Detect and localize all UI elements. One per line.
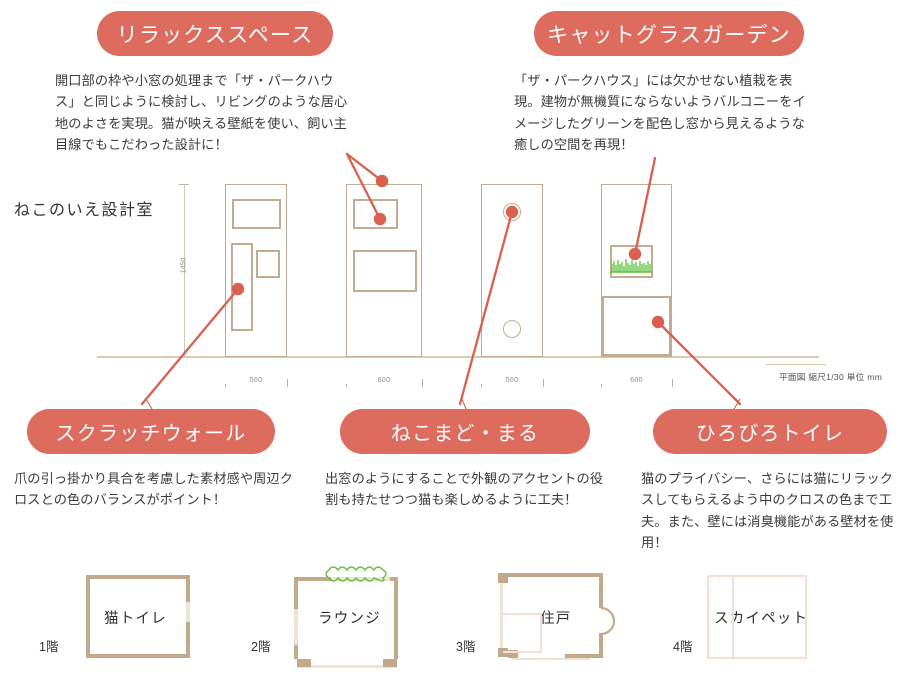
plan-1f-wall-right-lower bbox=[186, 622, 190, 658]
vertical-dimension-line bbox=[184, 184, 185, 356]
vertical-dimension-label: 1450 bbox=[180, 257, 188, 274]
pill-nekomado-maru[interactable]: ねこまど・まる bbox=[340, 409, 590, 454]
plan-3f-bay-window-arc bbox=[600, 606, 616, 636]
plan-3f-wall-right-upper bbox=[599, 573, 603, 608]
dim-tick-1-right bbox=[287, 379, 288, 387]
dim-label-1: 500 bbox=[225, 377, 287, 384]
plan-3f-wall-bottom-stub bbox=[508, 650, 518, 658]
elevation-ground-line bbox=[97, 356, 819, 358]
pill-nekomado-maru-label: ねこまど・まる bbox=[390, 423, 540, 445]
plan-4f-wall-bottom bbox=[707, 657, 807, 660]
elevation-1-upper-window bbox=[232, 199, 281, 229]
plan-2f-wall-top-left bbox=[294, 577, 331, 581]
elevation-2-upper-window bbox=[353, 199, 398, 229]
plan-3f-inner-partition-v bbox=[540, 613, 542, 653]
plan-4f-wall-right bbox=[805, 575, 808, 659]
plan-2f-wall-right bbox=[394, 577, 398, 659]
plan-1f-wall-top bbox=[86, 575, 190, 579]
page-title-logo: ねこのいえ設計室 bbox=[14, 202, 155, 219]
plan-4f-wall-top bbox=[707, 575, 807, 578]
plan-1f-wall-bottom bbox=[86, 654, 190, 658]
dim-tick-3-right bbox=[543, 379, 544, 387]
copy-hirobiro-toilet: 猫のプライバシー、さらには猫にリラックスしてもらえるよう中のクロスの色まで工夫。… bbox=[641, 471, 894, 551]
scale-note: 平面図 縮尺1/30 単位 mm bbox=[779, 372, 883, 382]
plan-2f-wall-bottom-right-stub bbox=[383, 659, 397, 667]
plan-3f-wall-bottom-right bbox=[565, 654, 602, 658]
scale-note-rule bbox=[766, 364, 826, 366]
pill-relax-space[interactable]: リラックススペース bbox=[97, 11, 333, 56]
dim-tick-2-right bbox=[422, 379, 423, 387]
plan-3f-opening-left bbox=[500, 583, 503, 648]
room-name-4f: スカイペット bbox=[714, 611, 809, 627]
dim-label-4: 600 bbox=[601, 377, 672, 384]
copy-scratch-wall: 爪の引っ掛かり具合を考慮した素材感や周辺クロスとの色のバランスがポイント！ bbox=[14, 471, 294, 508]
plan-2f-wall-left-lower bbox=[294, 645, 298, 659]
copy-relax-space: 開口部の枠や小窓の処理まで「ザ・パークハウス」と同じように検討し、リビングのよう… bbox=[55, 73, 348, 153]
vertical-dimension-top-tick bbox=[179, 184, 189, 185]
dim-tick-4-right bbox=[672, 379, 673, 387]
room-name-1f: 猫トイレ bbox=[104, 611, 167, 627]
pill-hirobiro-toilet[interactable]: ひろびろトイレ bbox=[653, 409, 887, 454]
elevation-4-toilet-panel bbox=[602, 296, 671, 356]
pointer-tail-scratch-wall bbox=[145, 398, 153, 410]
pill-scratch-wall-label: スクラッチウォール bbox=[55, 423, 247, 445]
pointer-tail-nekomado-maru bbox=[461, 398, 467, 410]
pill-hirobiro-toilet-label: ひろびろトイレ bbox=[695, 423, 845, 445]
plan-3f-inner-partition-bottom bbox=[503, 651, 542, 653]
floor-label-3f: 3階 bbox=[456, 640, 476, 654]
room-name-2f: ラウンジ bbox=[318, 611, 381, 627]
plan-2f-wall-bottom-left-stub bbox=[297, 659, 311, 667]
plan-4f-wall-left bbox=[707, 575, 710, 659]
elevation-3-round-window-upper bbox=[503, 203, 521, 221]
elevation-2-large-window bbox=[353, 250, 417, 292]
copy-cat-grass-garden: 「ザ・パークハウス」には欠かせない植栽を表現。建物が無機質にならないようバルコニ… bbox=[514, 73, 806, 153]
pill-relax-space-label: リラックススペース bbox=[116, 23, 314, 47]
plan-3f-inner-partition-h bbox=[503, 613, 542, 615]
elevation-1-small-window bbox=[256, 250, 280, 278]
floor-label-1f: 1階 bbox=[39, 640, 59, 654]
dim-label-2: 600 bbox=[346, 377, 422, 384]
pill-scratch-wall[interactable]: スクラッチウォール bbox=[27, 409, 275, 454]
pill-cat-grass-garden[interactable]: キャットグラスガーデン bbox=[534, 11, 804, 56]
plan-3f-wall-right-lower bbox=[599, 633, 603, 658]
plan-2f-wall-left-upper bbox=[294, 577, 298, 609]
room-name-3f: 住戸 bbox=[540, 611, 572, 627]
copy-nekomado-maru: 出窓のようにすることで外観のアクセントの役割も持たせつつ猫も楽しめるように工夫！ bbox=[325, 471, 604, 508]
elevation-4-grass-window bbox=[610, 245, 653, 278]
plan-2f-opening-top bbox=[331, 577, 393, 581]
plan-2f-wall-bottom bbox=[297, 665, 397, 668]
pointer-line-scratch-wall bbox=[140, 287, 240, 406]
floor-label-4f: 4階 bbox=[673, 640, 693, 654]
plan-3f-wall-left-stub-top bbox=[498, 573, 508, 583]
plan-1f-wall-left bbox=[86, 575, 90, 658]
plan-3f-wall-bottom-thin bbox=[512, 658, 590, 660]
pill-cat-grass-garden-label: キャットグラスガーデン bbox=[547, 23, 791, 47]
elevation-3-round-window-lower bbox=[503, 320, 521, 338]
pointer-tail-hirobiro-toilet bbox=[733, 398, 741, 410]
plan-4f-partition bbox=[732, 575, 735, 659]
pointer-line-relax-space-a bbox=[345, 152, 384, 183]
pointer-dots bbox=[231, 174, 665, 329]
dim-label-3: 500 bbox=[481, 377, 543, 384]
plan-1f-wall-right-upper bbox=[186, 575, 190, 602]
elevation-1-scratch-panel bbox=[231, 243, 253, 331]
plan-1f-opening-right bbox=[186, 602, 190, 622]
floor-label-2f: 2階 bbox=[251, 640, 271, 654]
plan-2f-opening-left bbox=[294, 609, 298, 647]
plan-3f-wall-top bbox=[498, 573, 603, 577]
